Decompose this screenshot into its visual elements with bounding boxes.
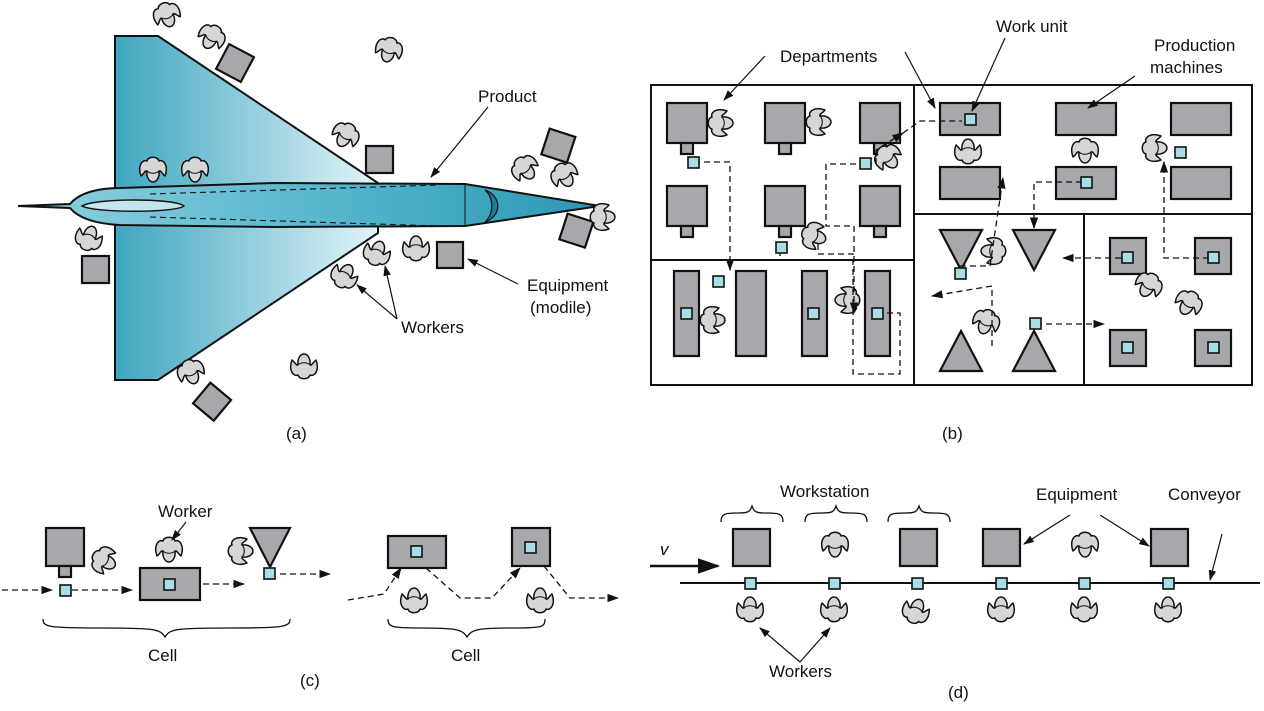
machine-icon (731, 527, 1190, 568)
cell-label-right: Cell (451, 646, 480, 665)
worker-icon (525, 587, 555, 614)
equipment-label: Equipment (1036, 485, 1118, 504)
worker-icon (968, 304, 1004, 339)
production-machines-label-2: machines (1150, 58, 1223, 77)
worker-icon (707, 108, 734, 138)
worker-icon (372, 33, 406, 66)
equipment-label-2: (modile) (530, 298, 591, 317)
worker-icon (85, 541, 123, 579)
panel-a: Product Equipment (modile) Workers (a) (17, 0, 616, 443)
work-unit-label: Work unit (996, 17, 1068, 36)
worker-icon (1069, 596, 1099, 623)
production-machines-label: Production (1154, 36, 1235, 55)
plant-outline (650, 84, 1253, 386)
machine-icon (557, 212, 595, 250)
worker-icon (589, 202, 616, 232)
worker-icon (149, 0, 185, 32)
work-unit-icon (163, 578, 176, 591)
worker-icon (289, 353, 319, 380)
machine-icon (1108, 236, 1233, 368)
work-unit-icon (744, 577, 1175, 590)
worker-icon (1070, 137, 1100, 164)
workers-label: Workers (769, 662, 832, 681)
departments-label: Departments (780, 47, 877, 66)
machine-icon (665, 101, 902, 239)
worker-icon (1070, 531, 1100, 558)
work-unit-icon (59, 584, 72, 597)
product-label: Product (478, 87, 537, 106)
worker-icon (699, 305, 726, 335)
machine-icon (938, 101, 1233, 201)
workers-label: Workers (401, 318, 464, 337)
worker-icon (1141, 133, 1168, 163)
panel-b-caption: (b) (942, 424, 963, 443)
worker-icon (953, 138, 983, 165)
machine-icon (938, 228, 1057, 373)
conveyor-label: Conveyor (1168, 485, 1241, 504)
worker-icon (735, 596, 765, 623)
worker-icon (986, 596, 1016, 623)
work-unit-icon (263, 567, 276, 580)
machine-icon (435, 240, 465, 270)
panel-b: Departments Work unit Production machine… (650, 17, 1253, 443)
work-unit-icon (680, 113, 1220, 354)
machine-icon (214, 42, 256, 84)
cell-label-left: Cell (148, 646, 177, 665)
machine-icon (44, 526, 292, 602)
work-unit-icon (524, 541, 537, 554)
worker-icon (71, 221, 107, 256)
worker-icon (154, 536, 184, 563)
panel-a-caption: (a) (286, 424, 307, 443)
worker-icon (327, 116, 365, 154)
machine-icon (539, 127, 577, 165)
worker-icon (820, 531, 850, 558)
worker-icon (834, 285, 861, 315)
worker-icon (1170, 284, 1208, 322)
worker-label: Worker (158, 502, 213, 521)
worker-icon (399, 587, 429, 614)
worker-icon (193, 18, 231, 56)
panel-c: Worker Cell Cell (c) (2, 502, 620, 690)
machine-icon (80, 254, 111, 285)
worker-icon (805, 107, 832, 137)
worker-icon (227, 536, 254, 566)
panel-d-caption: (d) (948, 683, 969, 702)
panel-c-caption: (c) (300, 671, 320, 690)
machine-icon (191, 381, 233, 423)
worker-icon (401, 235, 431, 262)
speed-label: v (660, 540, 670, 559)
panel-d: v Workstat (650, 482, 1260, 702)
workstation-label: Workstation (780, 482, 869, 501)
worker-icon (505, 149, 544, 188)
worker-icon (898, 594, 934, 629)
worker-icon (1153, 596, 1183, 623)
equipment-label: Equipment (527, 276, 609, 295)
work-unit-icon (410, 545, 423, 558)
machine-icon (672, 269, 892, 358)
machine-icon (364, 144, 395, 175)
worker-icon (819, 596, 849, 623)
